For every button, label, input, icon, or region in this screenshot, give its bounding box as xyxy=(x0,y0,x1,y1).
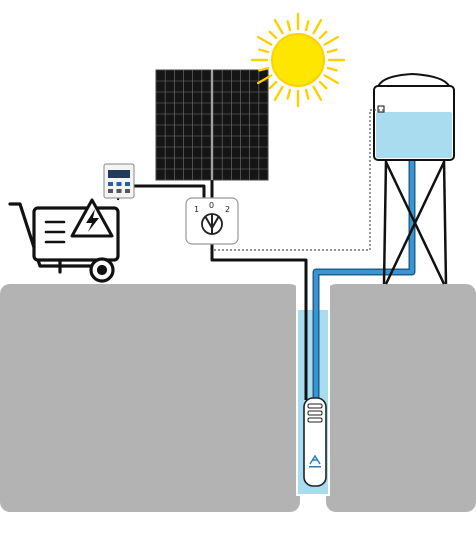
controller-terminal-1 xyxy=(108,189,113,193)
sun-ray xyxy=(286,20,292,32)
tower-brace-2 xyxy=(384,161,446,285)
tank-roof xyxy=(376,72,452,89)
solar-panel-icon xyxy=(155,69,269,181)
lightning-bolt xyxy=(86,209,99,232)
ground-right xyxy=(326,284,476,512)
tank-tower xyxy=(382,159,448,285)
sun-ray xyxy=(304,88,310,100)
switch-position-2: 2 xyxy=(225,205,230,214)
sun-ray xyxy=(256,74,273,85)
sun-ray xyxy=(258,48,270,54)
sun-icon xyxy=(250,12,346,108)
sun-ray xyxy=(268,80,278,90)
sun-ray xyxy=(326,66,338,72)
high-voltage-icon xyxy=(70,198,114,238)
cable-controller-to-switch xyxy=(134,184,206,200)
rotary-selector-switch-icon: 1 0 2 xyxy=(185,197,239,245)
tank-level-sensor xyxy=(377,105,385,113)
sun-ray xyxy=(323,35,340,46)
sun-ray xyxy=(304,20,310,32)
sun-rays xyxy=(250,12,346,108)
switch-position-0: 0 xyxy=(209,201,214,210)
level-sensor-wire xyxy=(214,109,384,251)
controller-btn-1 xyxy=(108,182,113,186)
pump-controller-icon xyxy=(103,163,135,199)
ground-left xyxy=(0,284,300,512)
water-tank-icon xyxy=(373,72,455,161)
solar-panel-grid xyxy=(156,70,268,180)
sun-ray xyxy=(312,85,323,102)
sun-ray xyxy=(318,80,328,90)
controller-terminal-3 xyxy=(125,189,130,193)
generator-frame-handle xyxy=(8,202,98,268)
tower-leg-left xyxy=(382,159,388,285)
sun-ray xyxy=(326,48,338,54)
sun-ray xyxy=(286,88,292,100)
pump-logo xyxy=(309,454,321,465)
sun-ray xyxy=(323,74,340,85)
controller-terminal-2 xyxy=(116,189,122,193)
power-cables xyxy=(134,180,308,400)
generator-wheel-hub xyxy=(96,264,108,276)
sun-ray xyxy=(312,18,323,35)
controller-display xyxy=(108,170,130,178)
controller-btn-3 xyxy=(125,182,130,186)
ground xyxy=(0,284,476,512)
pump-intake-2 xyxy=(307,410,323,416)
cable-switch-to-pump xyxy=(210,244,308,400)
sun-ray xyxy=(273,18,284,35)
controller-btn-2 xyxy=(116,182,122,186)
tank-water xyxy=(376,112,452,158)
submersible-pump-icon xyxy=(303,397,327,487)
tower-leg-right xyxy=(442,159,448,285)
sun-ray xyxy=(258,66,270,72)
pump-logo-bar xyxy=(309,466,321,468)
sun-ray xyxy=(273,85,284,102)
pump-intake-1 xyxy=(307,403,323,409)
sun-ray xyxy=(318,30,328,40)
sun-disc xyxy=(271,33,325,87)
switch-position-1: 1 xyxy=(194,205,199,214)
sun-ray xyxy=(268,30,278,40)
pump-intake-3 xyxy=(307,417,323,423)
sun-ray xyxy=(256,35,273,46)
